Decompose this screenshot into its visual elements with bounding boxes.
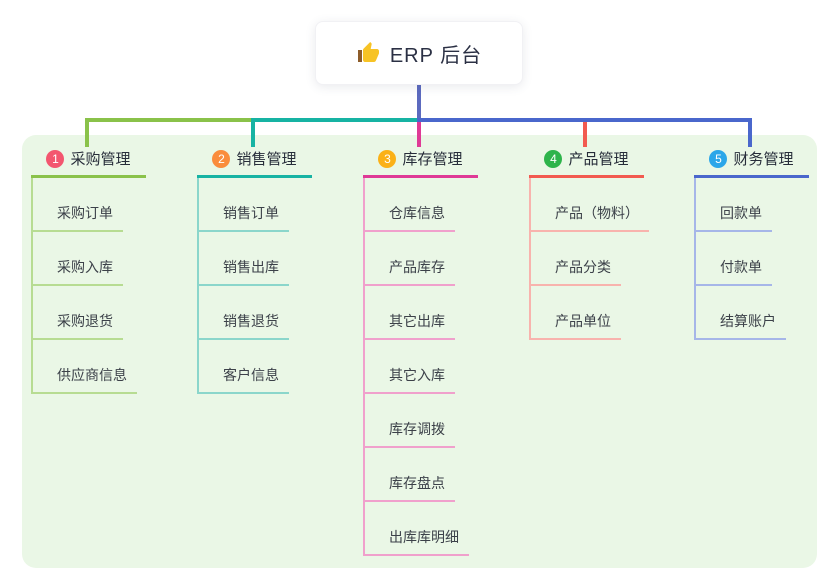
branch-number-badge: 2 bbox=[212, 149, 231, 168]
branches-panel bbox=[22, 135, 817, 568]
branch-3: 3 库存管理仓库信息产品库存其它出库其它入库库存调拨库存盘点出库库明细 bbox=[363, 146, 478, 556]
branch-5: 5 财务管理回款单付款单结算账户 bbox=[694, 146, 809, 340]
child-node-label: 采购入库 bbox=[57, 259, 113, 275]
child-node[interactable]: 结算账户 bbox=[696, 286, 786, 340]
branch-4: 4 产品管理产品（物料） 产品分类产品单位 bbox=[529, 146, 649, 340]
branch-title-node[interactable]: 4 产品管理 bbox=[529, 146, 644, 178]
root-stem-line bbox=[417, 84, 421, 122]
thumbs-up-icon bbox=[356, 41, 380, 65]
child-node[interactable]: 回款单 bbox=[696, 178, 772, 232]
branch-title-label: 库存管理 bbox=[402, 151, 463, 168]
branch-connector-horizontal bbox=[251, 118, 421, 122]
child-node[interactable]: 出库库明细 bbox=[365, 502, 469, 556]
branch-number-badge: 1 bbox=[46, 149, 65, 168]
child-node[interactable]: 客户信息 bbox=[199, 340, 289, 394]
child-node-label: 产品（物料） bbox=[555, 205, 639, 221]
branch-number-badge: 3 bbox=[378, 149, 397, 168]
child-node[interactable]: 供应商信息 bbox=[33, 340, 137, 394]
branch-connector-horizontal bbox=[417, 118, 752, 122]
branch-number-badge: 4 bbox=[544, 149, 563, 168]
branch-children: 产品（物料） 产品分类产品单位 bbox=[529, 178, 649, 340]
branch-children: 仓库信息产品库存其它出库其它入库库存调拨库存盘点出库库明细 bbox=[363, 178, 469, 556]
branch-connector-drop bbox=[748, 118, 752, 147]
child-node-label: 销售出库 bbox=[223, 259, 279, 275]
child-node[interactable]: 其它出库 bbox=[365, 286, 455, 340]
branch-title-label: 采购管理 bbox=[70, 151, 131, 168]
child-node-label: 库存盘点 bbox=[389, 475, 445, 491]
child-node-label: 出库库明细 bbox=[389, 529, 459, 545]
branch-children: 采购订单采购入库采购退货供应商信息 bbox=[31, 178, 137, 394]
child-node[interactable]: 销售出库 bbox=[199, 232, 289, 286]
child-node-label: 产品单位 bbox=[555, 313, 611, 329]
child-node-label: 采购退货 bbox=[57, 313, 113, 329]
child-node-label: 其它出库 bbox=[389, 313, 445, 329]
child-node-label: 付款单 bbox=[720, 259, 762, 275]
child-node[interactable]: 产品单位 bbox=[531, 286, 621, 340]
child-node-label: 回款单 bbox=[720, 205, 762, 221]
branch-connector-drop bbox=[583, 118, 587, 147]
branch-connector-drop bbox=[85, 118, 89, 147]
branch-title-node[interactable]: 3 库存管理 bbox=[363, 146, 478, 178]
child-node-label: 库存调拨 bbox=[389, 421, 445, 437]
branch-title-label: 财务管理 bbox=[733, 151, 794, 168]
child-node[interactable]: 其它入库 bbox=[365, 340, 455, 394]
branch-title-node[interactable]: 5 财务管理 bbox=[694, 146, 809, 178]
child-node-label: 销售退货 bbox=[223, 313, 279, 329]
child-node[interactable]: 库存盘点 bbox=[365, 448, 455, 502]
child-node[interactable]: 销售退货 bbox=[199, 286, 289, 340]
root-node-label: ERP 后台 bbox=[389, 44, 483, 67]
child-node-label: 采购订单 bbox=[57, 205, 113, 221]
child-node[interactable]: 产品（物料） bbox=[531, 178, 649, 232]
child-node-label: 其它入库 bbox=[389, 367, 445, 383]
branch-1: 1 采购管理采购订单采购入库采购退货供应商信息 bbox=[31, 146, 146, 394]
child-node-label: 产品分类 bbox=[555, 259, 611, 275]
child-node[interactable]: 采购订单 bbox=[33, 178, 123, 232]
child-node[interactable]: 采购退货 bbox=[33, 286, 123, 340]
branch-number-badge: 5 bbox=[709, 149, 728, 168]
child-node-label: 销售订单 bbox=[223, 205, 279, 221]
branch-connector-drop bbox=[251, 118, 255, 147]
branch-title-node[interactable]: 1 采购管理 bbox=[31, 146, 146, 178]
branch-connector-drop bbox=[417, 118, 421, 147]
child-node[interactable]: 采购入库 bbox=[33, 232, 123, 286]
child-node[interactable]: 库存调拨 bbox=[365, 394, 455, 448]
branch-children: 销售订单销售出库销售退货客户信息 bbox=[197, 178, 289, 394]
child-node[interactable]: 销售订单 bbox=[199, 178, 289, 232]
child-node[interactable]: 付款单 bbox=[696, 232, 772, 286]
child-node[interactable]: 产品库存 bbox=[365, 232, 455, 286]
branch-title-node[interactable]: 2 销售管理 bbox=[197, 146, 312, 178]
child-node-label: 仓库信息 bbox=[389, 205, 445, 221]
branch-title-label: 销售管理 bbox=[236, 151, 297, 168]
child-node[interactable]: 产品分类 bbox=[531, 232, 621, 286]
child-node-label: 供应商信息 bbox=[57, 367, 127, 383]
child-node-label: 结算账户 bbox=[720, 313, 776, 329]
branch-2: 2 销售管理销售订单销售出库销售退货客户信息 bbox=[197, 146, 312, 394]
child-node-label: 产品库存 bbox=[389, 259, 445, 275]
child-node-label: 客户信息 bbox=[223, 367, 279, 383]
child-node[interactable]: 仓库信息 bbox=[365, 178, 455, 232]
branch-children: 回款单付款单结算账户 bbox=[694, 178, 786, 340]
root-node[interactable]: ERP 后台 bbox=[315, 21, 523, 85]
branch-title-label: 产品管理 bbox=[568, 151, 629, 168]
